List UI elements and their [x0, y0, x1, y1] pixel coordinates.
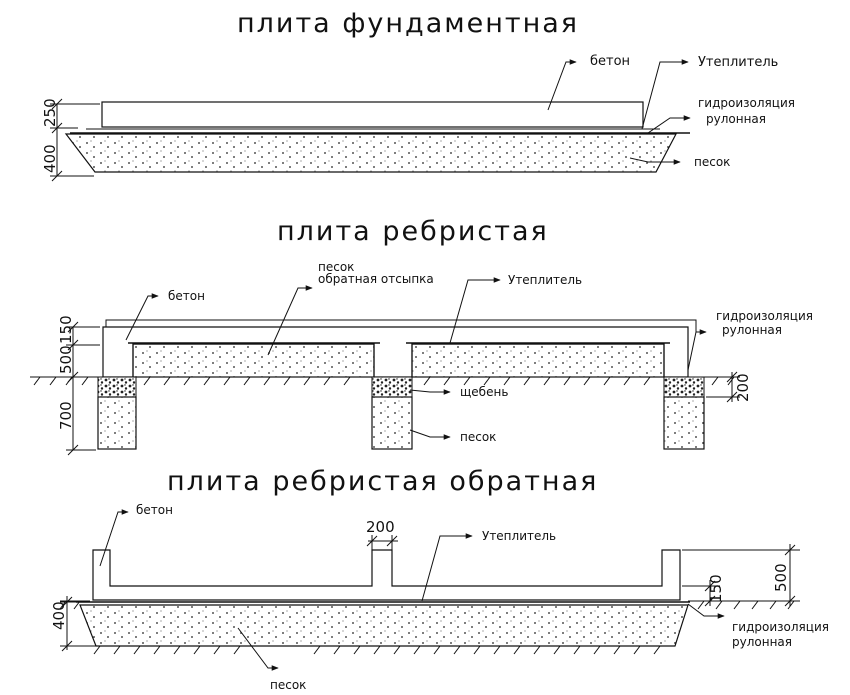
dim-250: 250 [41, 98, 59, 127]
dimension-right: 200 [706, 371, 752, 403]
label-backfill-1: песок [318, 260, 354, 274]
sand-bed [64, 133, 677, 173]
label-waterproofing-1: гидроизоляция [732, 620, 829, 634]
leader-insulation [449, 277, 501, 344]
dim-200: 200 [366, 518, 395, 536]
leader-concrete [547, 59, 577, 111]
title-ribbed-slab: плита ребристая [277, 216, 549, 247]
gravel-pad-1 [97, 376, 137, 398]
inverted-ribbed-slab [92, 549, 681, 601]
leader-concrete [99, 509, 129, 567]
section-ribbed-slab: плита ребристая [30, 216, 813, 456]
label-insulation: Утеплитель [508, 273, 582, 287]
label-waterproofing-1: гидроизоляция [716, 309, 813, 323]
label-insulation: Утеплитель [698, 55, 778, 70]
leader-insulation [641, 59, 689, 130]
dim-150: 150 [707, 574, 725, 603]
label-concrete: бетон [168, 289, 205, 303]
label-insulation: Утеплитель [482, 529, 556, 543]
leader-waterproofing [687, 329, 707, 371]
label-waterproofing-2: рулонная [722, 323, 782, 337]
dim-400: 400 [50, 601, 68, 630]
leader-gravel [409, 389, 451, 395]
waterproofing-outline [105, 319, 697, 332]
label-concrete: бетон [590, 54, 630, 69]
label-waterproofing-1: гидроизоляция [698, 96, 795, 110]
gravel-pad-3 [663, 376, 705, 398]
label-concrete: бетон [136, 503, 173, 517]
label-sand: песок [694, 155, 730, 169]
sand-footing-3 [663, 396, 705, 450]
dim-500: 500 [57, 345, 75, 374]
label-waterproofing-2: рулонная [706, 112, 766, 126]
label-sand: песок [460, 430, 496, 444]
sand-footing-1 [97, 396, 137, 450]
leader-backfill [267, 285, 313, 356]
dim-200: 200 [734, 373, 752, 402]
dim-150: 150 [57, 315, 75, 344]
leader-sand [409, 429, 451, 440]
leader-concrete [125, 293, 159, 341]
title-foundation-slab: плита фундаментная [237, 8, 579, 39]
dimension-right: 150 500 [682, 544, 800, 607]
dimension-top: 200 [366, 518, 398, 550]
section-inverted-ribbed-slab: плита ребристая обратная [50, 466, 829, 692]
concrete-slab [101, 101, 644, 128]
section-foundation-slab: плита фундаментная 250 400 бетон Утеплит… [41, 8, 795, 182]
backfill-right [411, 343, 665, 378]
backfill-left [132, 343, 375, 378]
label-gravel: щебень [460, 385, 508, 399]
leader-waterproofing [687, 603, 725, 619]
dim-400: 400 [41, 144, 59, 173]
sand-footing-2 [371, 396, 413, 450]
leader-insulation [421, 533, 473, 602]
leader-waterproofing [647, 115, 691, 134]
dimension-left: 150 500 700 [57, 315, 100, 456]
gravel-pad-2 [371, 376, 413, 398]
dim-500: 500 [772, 563, 790, 592]
title-inverted-ribbed-slab: плита ребристая обратная [167, 466, 598, 497]
label-waterproofing-2: рулонная [732, 635, 792, 649]
label-backfill-2: обратная отсыпка [318, 272, 434, 286]
sand-bed [79, 604, 689, 647]
label-sand: песок [270, 678, 306, 692]
leader-sand [629, 157, 681, 165]
dimension-left: 250 400 [41, 98, 100, 182]
dimension-left: 400 [50, 596, 96, 652]
dim-700: 700 [57, 401, 75, 430]
leader-sand [237, 627, 279, 671]
